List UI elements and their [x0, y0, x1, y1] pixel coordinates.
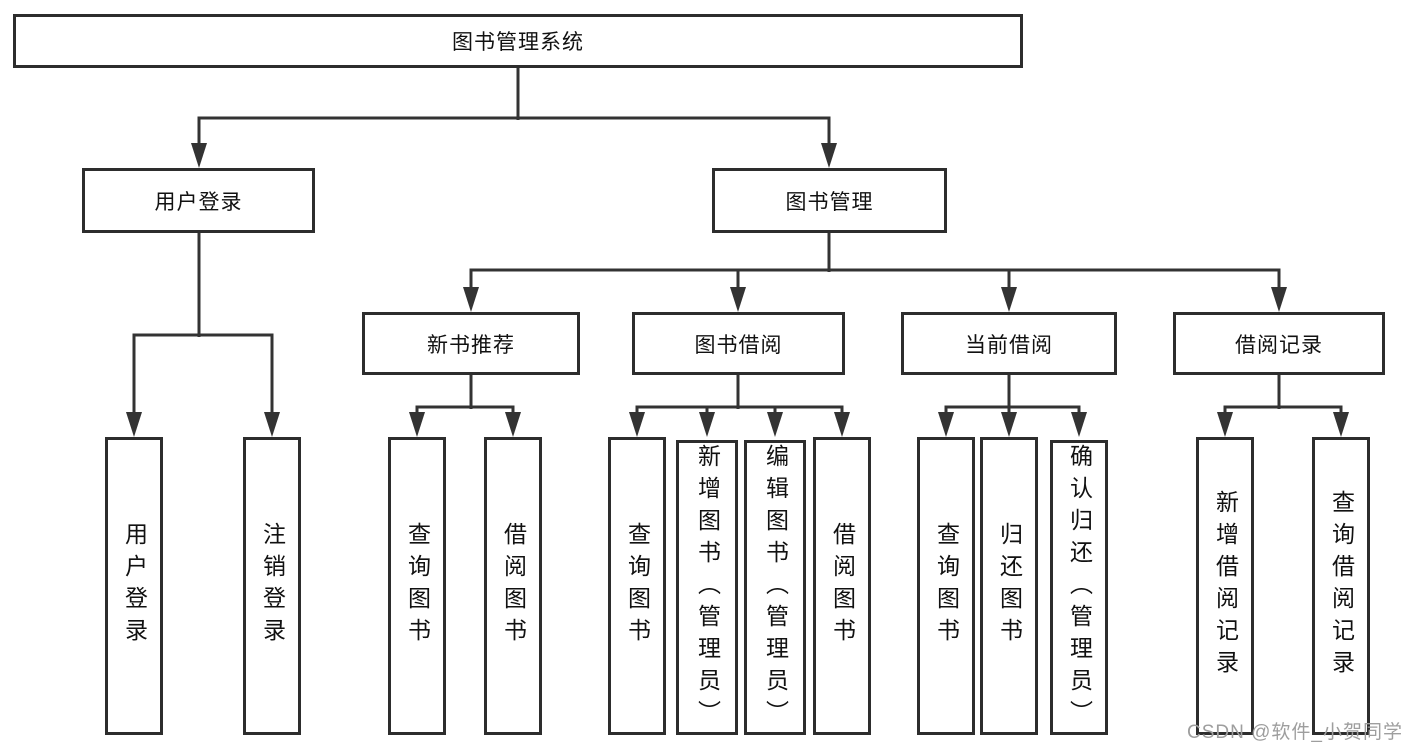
- node-label: 图书管理系统: [452, 31, 584, 54]
- leaf-records-add-borrow-record: 新增借阅记录: [1196, 437, 1254, 735]
- leaf-bookborrow-add-book-admin: 新增图书（管理员）: [676, 440, 738, 735]
- arrow-icon: [730, 287, 746, 312]
- node-label: 编辑图书（管理员）: [762, 443, 789, 732]
- node-new-book-recommend: 新书推荐: [362, 312, 580, 375]
- arrow-icon: [1001, 287, 1017, 312]
- node-label: 借阅记录: [1235, 333, 1323, 357]
- node-current-borrow: 当前借阅: [901, 312, 1117, 375]
- node-label: 用户登录: [121, 522, 148, 650]
- leaf-bookborrow-edit-book-admin: 编辑图书（管理员）: [744, 440, 806, 735]
- arrow-icon: [699, 412, 715, 437]
- node-label: 新增图书（管理员）: [694, 443, 721, 732]
- node-root-system: 图书管理系统: [13, 14, 1023, 68]
- arrow-icon: [1271, 287, 1287, 312]
- node-label: 查询借阅记录: [1328, 490, 1355, 682]
- node-borrow-records: 借阅记录: [1173, 312, 1385, 375]
- node-book-borrow: 图书借阅: [632, 312, 845, 375]
- connector-borrowrecords-rail: [1223, 405, 1343, 414]
- leaf-currentborrow-query-book: 查询图书: [917, 437, 975, 735]
- leaf-records-query-borrow-record: 查询借阅记录: [1312, 437, 1370, 735]
- node-label: 新书推荐: [427, 333, 515, 357]
- leaf-bookborrow-query-book: 查询图书: [608, 437, 666, 735]
- node-user-login-branch: 用户登录: [82, 168, 315, 233]
- csdn-watermark: CSDN @软件_小贺同学: [1187, 722, 1403, 743]
- arrow-icon: [409, 412, 425, 437]
- connector-level3-rail: [469, 268, 1281, 290]
- node-label: 查询图书: [404, 522, 431, 650]
- arrow-icon: [1071, 412, 1087, 437]
- arrow-icon: [126, 412, 142, 437]
- node-label: 图书管理: [785, 190, 874, 214]
- leaf-currentborrow-confirm-return-admin: 确认归还（管理员）: [1050, 440, 1108, 735]
- leaf-newbooks-query-book: 查询图书: [388, 437, 446, 735]
- leaf-currentborrow-return-book: 归还图书: [980, 437, 1038, 735]
- node-label: 新增借阅记录: [1212, 490, 1239, 682]
- node-label: 当前借阅: [965, 333, 1053, 357]
- arrow-icon: [1333, 412, 1349, 437]
- arrow-icon: [629, 412, 645, 437]
- arrow-icon: [505, 412, 521, 437]
- arrow-icon: [1217, 412, 1233, 437]
- node-book-management-branch: 图书管理: [712, 168, 947, 233]
- node-label: 图书借阅: [694, 333, 783, 357]
- connector-bookborrow-rail: [635, 405, 844, 414]
- arrow-icon: [938, 412, 954, 437]
- arrowheads: [126, 143, 1349, 437]
- node-label: 查询图书: [624, 522, 651, 650]
- leaf-logout: 注销登录: [243, 437, 301, 735]
- arrow-icon: [191, 143, 207, 168]
- connector-level2-rail: [197, 116, 831, 146]
- leaf-newbooks-borrow-book: 借阅图书: [484, 437, 542, 735]
- arrow-icon: [834, 412, 850, 437]
- node-label: 借阅图书: [500, 522, 527, 650]
- connector-userlogin-rail: [132, 333, 274, 414]
- node-label: 用户登录: [154, 190, 243, 214]
- node-label: 注销登录: [259, 522, 286, 650]
- node-label: 借阅图书: [829, 522, 856, 650]
- node-label: 查询图书: [933, 522, 960, 650]
- node-label: 归还图书: [996, 522, 1023, 650]
- connector-newbooks-rail: [415, 405, 515, 414]
- leaf-user-login: 用户登录: [105, 437, 163, 735]
- node-label: 确认归还（管理员）: [1066, 443, 1093, 732]
- connector-currentborrow-rail: [944, 405, 1081, 414]
- connector-paths: [132, 68, 1343, 414]
- arrow-icon: [821, 143, 837, 168]
- arrow-icon: [767, 412, 783, 437]
- arrow-icon: [463, 287, 479, 312]
- arrow-icon: [1001, 412, 1017, 437]
- leaf-bookborrow-borrow-book: 借阅图书: [813, 437, 871, 735]
- arrow-icon: [264, 412, 280, 437]
